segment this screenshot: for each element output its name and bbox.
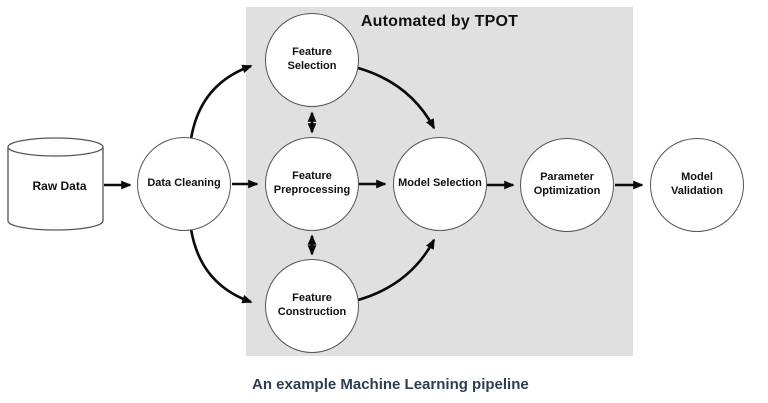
figure-caption: An example Machine Learning pipeline [252,376,529,393]
node-feature-construction: Feature Construction [265,259,359,353]
node-label-feature-selection: Feature Selection [287,46,337,72]
node-label-data-cleaning: Data Cleaning [147,177,221,190]
edge-data-cleaning-to-feature-construction [189,228,253,304]
node-label-parameter-optimization: Parameter Optimization [533,171,601,197]
node-feature-preprocessing: Feature Preprocessing [265,137,359,231]
node-label-raw-data: Raw Data [32,179,87,193]
automation-region-title: Automated by TPOT [360,13,519,30]
edge-data-cleaning-to-feature-selection [189,64,253,140]
node-model-selection: Model Selection [393,137,487,231]
node-feature-selection: Feature Selection [265,13,359,107]
node-label-model-validation: Model Validation [671,171,723,197]
node-label-feature-preprocessing: Feature Preprocessing [273,170,351,196]
node-model-validation: Model Validation [650,138,744,232]
edge-feature-construction-to-model-selection [357,238,436,302]
edge-feature-selection-to-model-selection [357,66,436,130]
node-raw-data: Raw Data [7,137,104,231]
database-cylinder-icon [7,137,104,231]
node-parameter-optimization: Parameter Optimization [520,138,614,232]
node-data-cleaning: Data Cleaning [137,137,231,231]
node-label-feature-construction: Feature Construction [277,292,347,318]
node-label-model-selection: Model Selection [398,177,482,190]
